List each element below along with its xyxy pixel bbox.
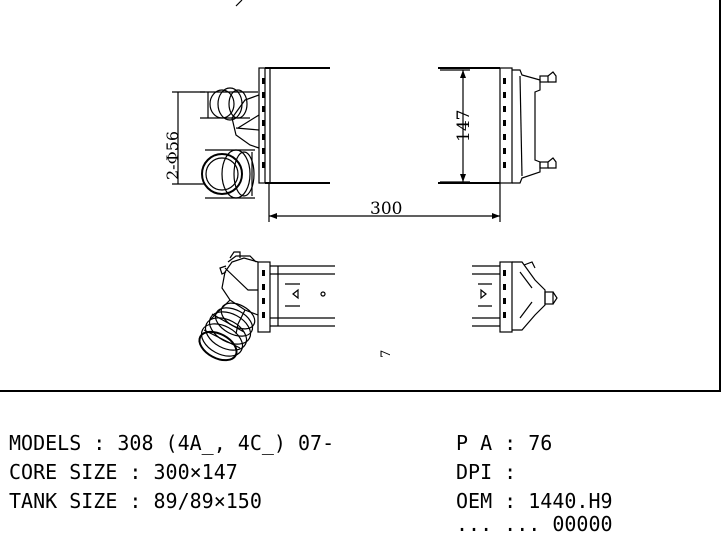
width-dimension (268, 183, 501, 222)
right-bracket-top (539, 71, 557, 83)
spec-pa: P A : 76 (456, 431, 553, 455)
lower-pipe (201, 149, 255, 199)
left-tank-outline (231, 94, 260, 149)
top-view (198, 251, 558, 362)
spec-models: MODELS : 308 (4A_, 4C_) 07- (9, 431, 335, 455)
right-plate-holes (503, 78, 506, 168)
height-dimension (440, 69, 470, 183)
height-dimension-label: 147 (454, 110, 474, 142)
upper-pipe (200, 87, 258, 121)
inlet-pipe-side (198, 302, 256, 362)
pipe-dimension (172, 91, 205, 185)
right-side-plate (499, 67, 513, 184)
spec-tank-size: TANK SIZE : 89/89×150 (9, 489, 262, 513)
front-view (172, 67, 557, 222)
width-dimension-label: 300 (370, 199, 402, 219)
right-bracket-bottom (539, 157, 557, 169)
spec-dpi: DPI : (456, 460, 517, 484)
spec-oem: OEM : 1440.H9 (456, 489, 613, 513)
intercooler-line-drawing: 300 147 2-Φ56 7 (163, 0, 558, 362)
technical-drawing-area: 300 147 2-Φ56 7 (0, 0, 721, 392)
left-plate-holes (262, 78, 265, 168)
spec-core-size: CORE SIZE : 300×147 (9, 460, 238, 484)
pipe-dimension-label: 2-Φ56 (163, 131, 182, 180)
spec-partial-row: ... ... 00000 (456, 512, 613, 536)
stray-mark (235, 0, 243, 7)
small-dimension-label: 7 (379, 350, 394, 358)
right-tank-outline (512, 69, 541, 184)
